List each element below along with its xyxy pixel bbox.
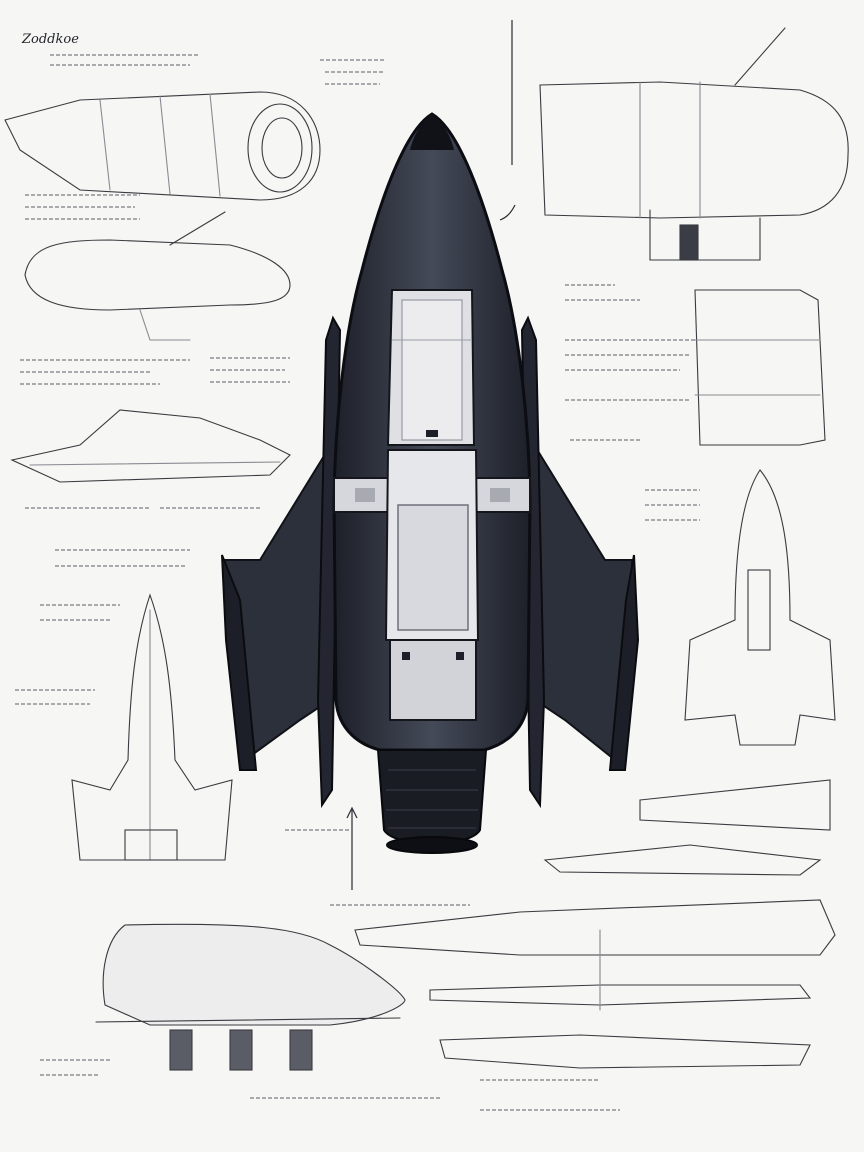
sketch-right-4 [543, 779, 831, 876]
sketch-right-3 [684, 469, 836, 746]
engine-bell [376, 749, 488, 845]
nose-cap [410, 114, 454, 150]
sketch-top-right [539, 27, 849, 261]
lower-panel [389, 639, 477, 721]
right-fin [608, 554, 640, 771]
sketch-left-4 [71, 593, 233, 861]
sketch-left-2 [24, 211, 291, 341]
sketch-left-3 [10, 409, 291, 483]
left-fin [221, 554, 258, 771]
annotation-scribbles [15, 54, 700, 1111]
left-inner-fin [316, 315, 342, 809]
arrow-icon [346, 20, 516, 890]
sketch-right-5 [354, 899, 836, 1069]
sheet-title: Zoddkoe [22, 32, 79, 47]
sketch-bottom-left [95, 923, 406, 1071]
main-spaceship-drawing [221, 112, 640, 854]
sketch-top-left [4, 91, 321, 201]
sketch-right-2 [694, 289, 826, 446]
